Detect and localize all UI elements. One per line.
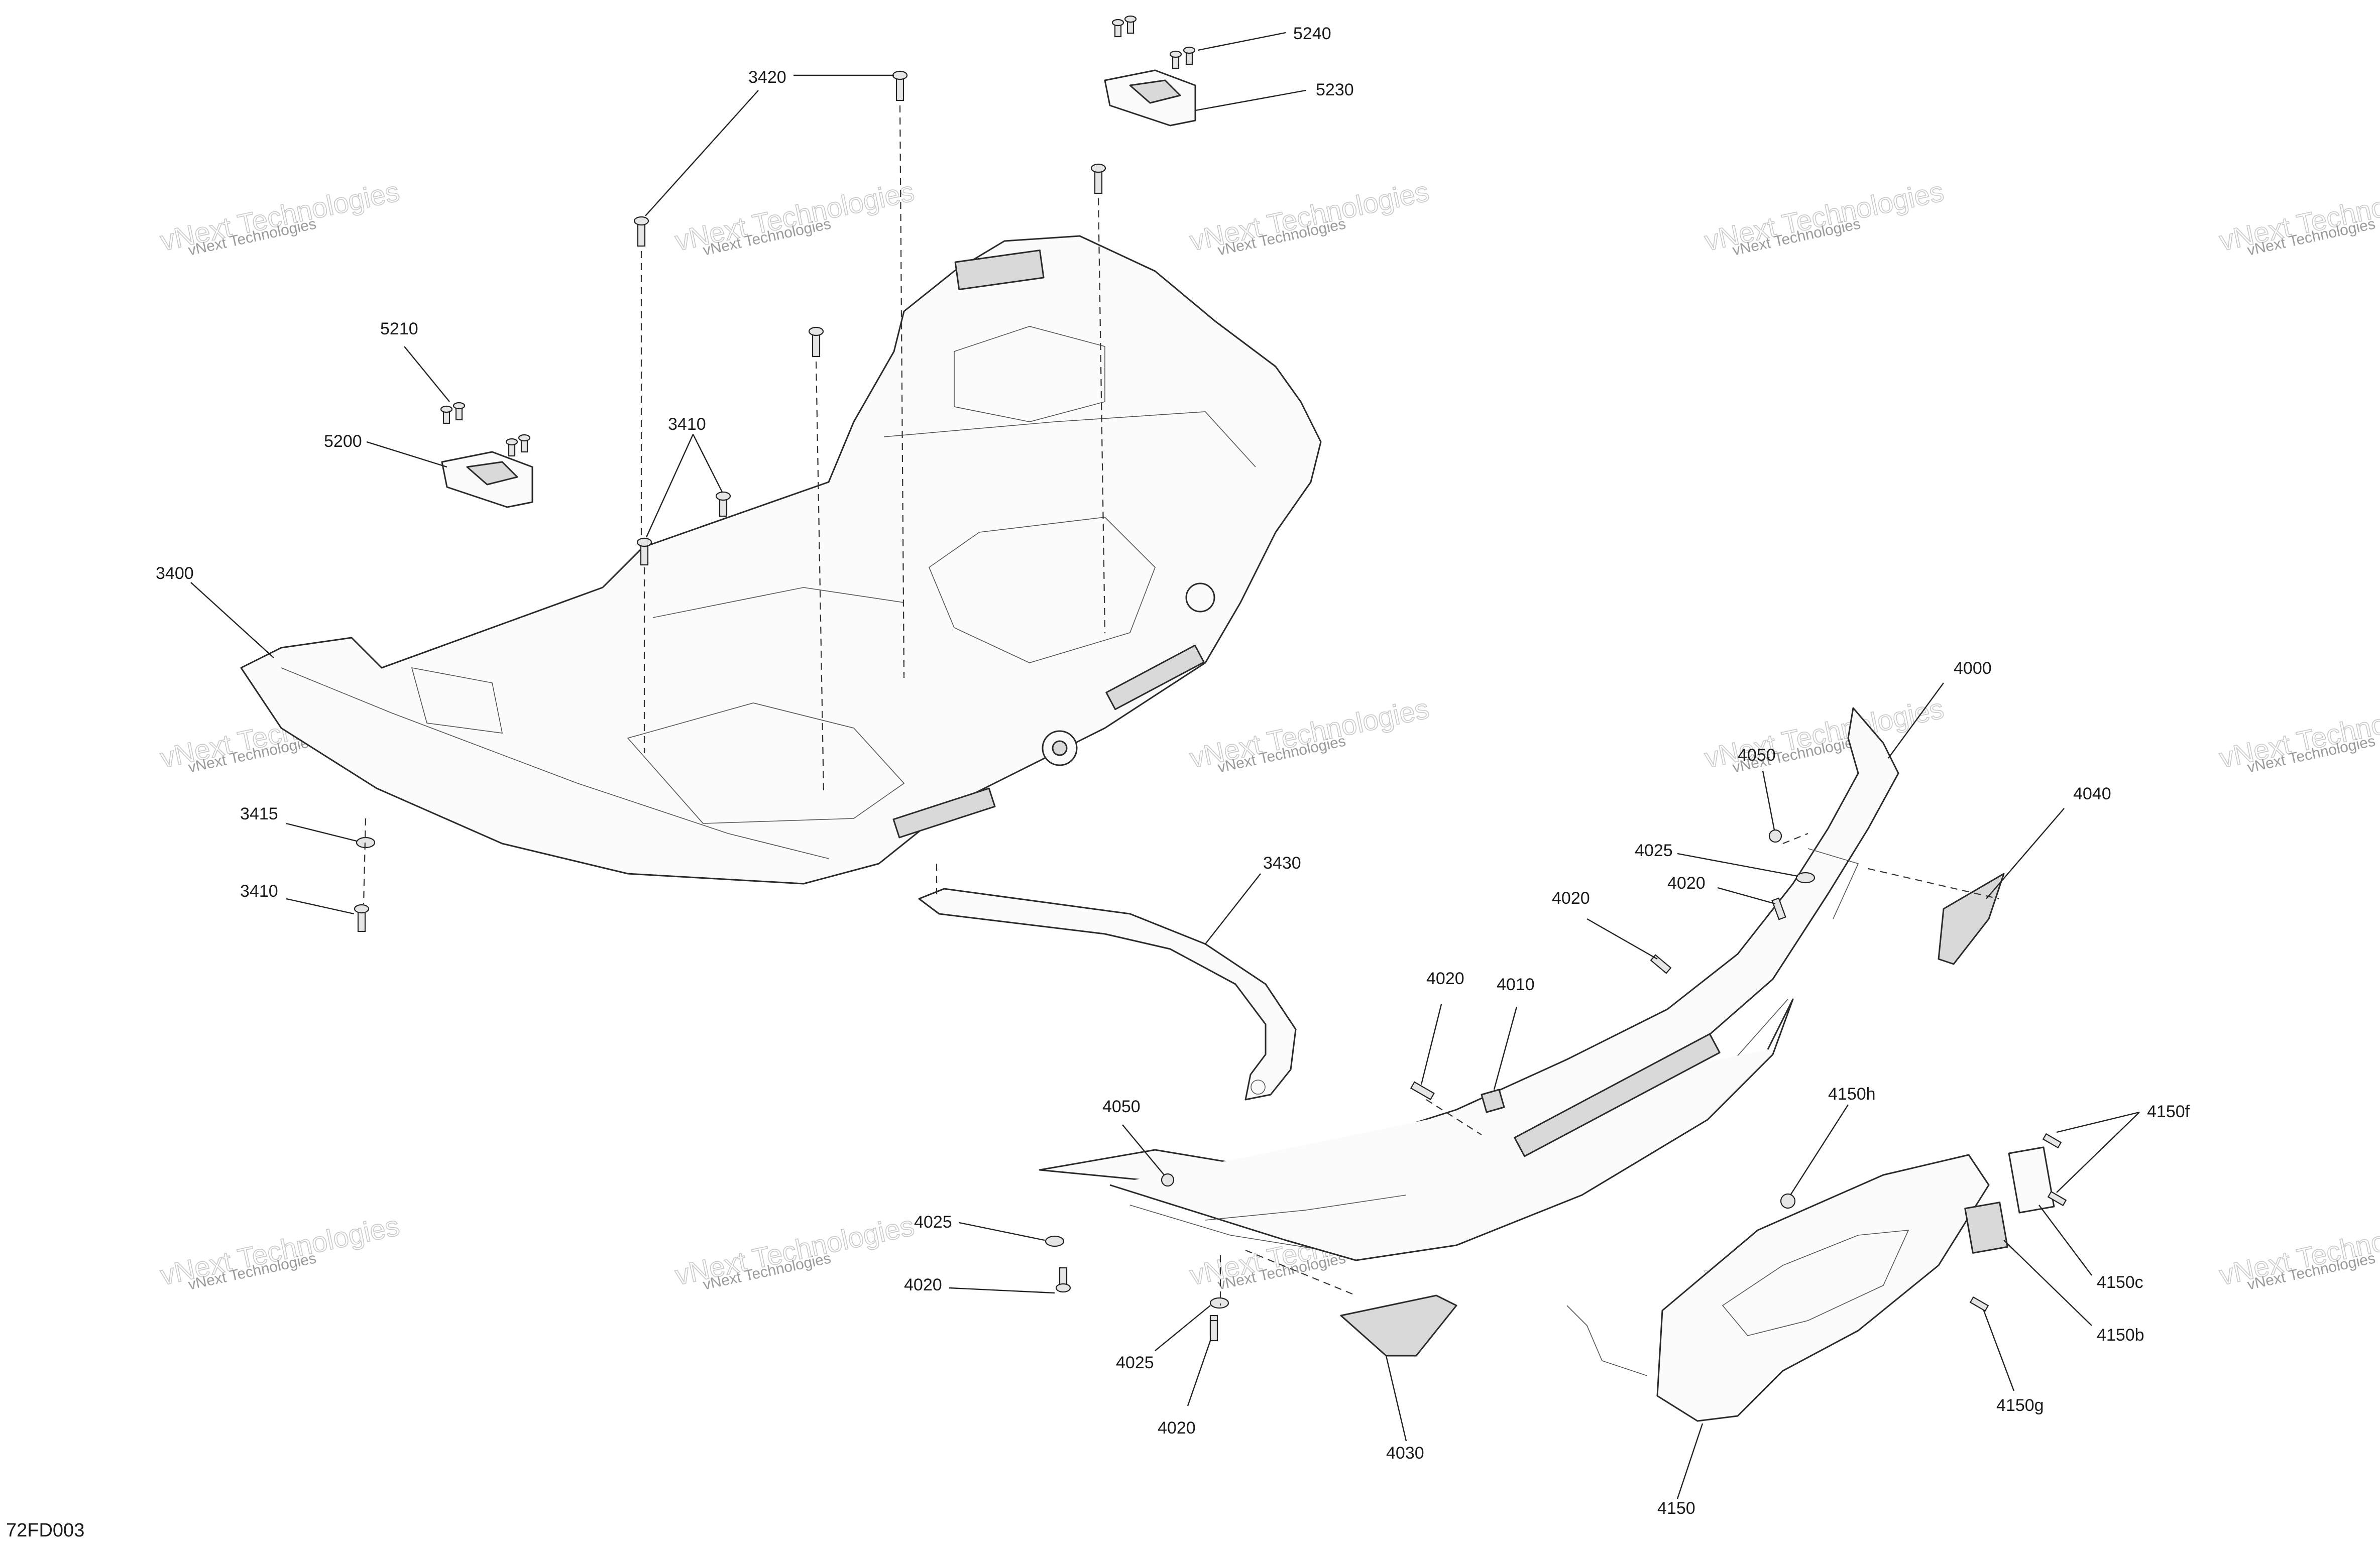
- screw-4150f-bottom: [2047, 1191, 2067, 1207]
- watermark: vNext Technologies vNext Technologies: [2216, 1209, 2380, 1293]
- part-4000-front-bumper: [1039, 707, 1899, 1261]
- callout-3420: 3420: [748, 68, 786, 87]
- callout-3400: 3400: [156, 564, 194, 583]
- screw-3420-right: [1090, 163, 1106, 194]
- watermark: vNext Technologies vNext Technologies: [1702, 175, 1947, 259]
- washer-4025-right: [1795, 872, 1816, 884]
- callout-4150h: 4150h: [1828, 1085, 1876, 1104]
- washer-3415: [356, 837, 376, 849]
- callout-3410-lower: 3410: [240, 882, 278, 901]
- callout-4025-lower: 4025: [1116, 1353, 1154, 1372]
- watermark: vNext Technologies vNext Technologies: [2216, 692, 2380, 776]
- hardware: [354, 15, 2067, 1342]
- nut-4050-left: [1161, 1173, 1175, 1187]
- screw-4150f-top: [2042, 1133, 2062, 1149]
- callout-4150: 4150: [1657, 1499, 1695, 1518]
- callout-4025-left: 4025: [914, 1213, 952, 1232]
- part-4040-reflector: [1938, 873, 2005, 965]
- callout-4000: 4000: [1954, 659, 1992, 678]
- diagram-id: 72FD003: [6, 1520, 84, 1541]
- callout-4020-left: 4020: [904, 1275, 942, 1294]
- callout-4150b: 4150b: [2097, 1326, 2144, 1345]
- screws-5210: [440, 402, 531, 457]
- callout-4025-upper: 4025: [1635, 841, 1673, 860]
- callout-4150c: 4150c: [2097, 1273, 2143, 1292]
- bracket-5230: [1104, 69, 1196, 127]
- watermark: vNext Technologies vNext Technologies: [157, 1209, 403, 1293]
- callout-3410-upper: 3410: [668, 415, 706, 434]
- screw-3420-left: [633, 216, 649, 247]
- watermark: vNext Technologies vNext Technologies: [672, 1209, 918, 1293]
- screws-5240: [1111, 15, 1196, 69]
- screw-4020-center: [1410, 1081, 1435, 1101]
- callout-4150g: 4150g: [1996, 1396, 2044, 1415]
- callout-4040: 4040: [2073, 784, 2111, 803]
- screw-3410-b: [715, 491, 731, 517]
- screw-4020-bottom: [1209, 1320, 1218, 1342]
- screw-4020-right: [1771, 897, 1786, 920]
- callout-4050-upper: 4050: [1738, 746, 1776, 765]
- part-4030-reflector: [1340, 1294, 1457, 1357]
- screw-4020-left: [1055, 1267, 1071, 1293]
- callout-5240: 5240: [1293, 24, 1331, 43]
- callout-3415: 3415: [240, 804, 278, 823]
- watermark: vNext Technologies vNext Technologies: [672, 175, 918, 259]
- screw-4020-mid: [1650, 954, 1672, 974]
- screw-3420-mid: [808, 326, 824, 358]
- callout-4030: 4030: [1386, 1444, 1424, 1463]
- callout-4050-lower: 4050: [1102, 1097, 1141, 1116]
- washer-4025-lower: [1209, 1297, 1229, 1309]
- leader-lines: [190, 32, 2140, 1499]
- nut-4050-right: [1768, 829, 1782, 843]
- washer-4025-left: [1045, 1235, 1065, 1247]
- callout-4020-center: 4020: [1426, 969, 1464, 988]
- callout-4010: 4010: [1497, 975, 1535, 994]
- callout-5210: 5210: [380, 319, 418, 338]
- callout-4020-upper: 4020: [1667, 874, 1706, 893]
- callout-4020-mid: 4020: [1552, 889, 1590, 908]
- assembly-lines: [363, 105, 1999, 1305]
- callout-5230: 5230: [1316, 80, 1354, 99]
- callout-labels: 3420 5240 5230 5210 5200 3410 3400 3415 …: [156, 24, 2190, 1518]
- callout-3430: 3430: [1263, 854, 1301, 873]
- watermark: vNext Technologies vNext Technologies: [1187, 175, 1432, 259]
- callout-4150f: 4150f: [2147, 1102, 2190, 1121]
- watermark: vNext Technologies vNext Technologies: [2216, 175, 2380, 259]
- screw-3410-a: [636, 537, 652, 566]
- callout-4020-bottom: 4020: [1158, 1418, 1196, 1438]
- watermark: vNext Technologies vNext Technologies: [1702, 692, 1947, 776]
- watermark: vNext Technologies vNext Technologies: [1187, 692, 1432, 776]
- bracket-5200: [441, 451, 533, 508]
- part-3400-front-tray: [240, 235, 1322, 885]
- screw-4150g: [1969, 1296, 1989, 1312]
- screw-3420-top: [892, 70, 908, 101]
- clip-4010: [1481, 1089, 1505, 1113]
- callout-5200: 5200: [324, 432, 362, 451]
- nut-4150h: [1780, 1193, 1796, 1209]
- watermark: vNext Technologies vNext Technologies: [157, 175, 403, 259]
- part-3430-bracket: [918, 888, 1297, 1101]
- part-4150-light-assembly: [1566, 1146, 2055, 1422]
- screw-3410-bottom: [354, 904, 370, 932]
